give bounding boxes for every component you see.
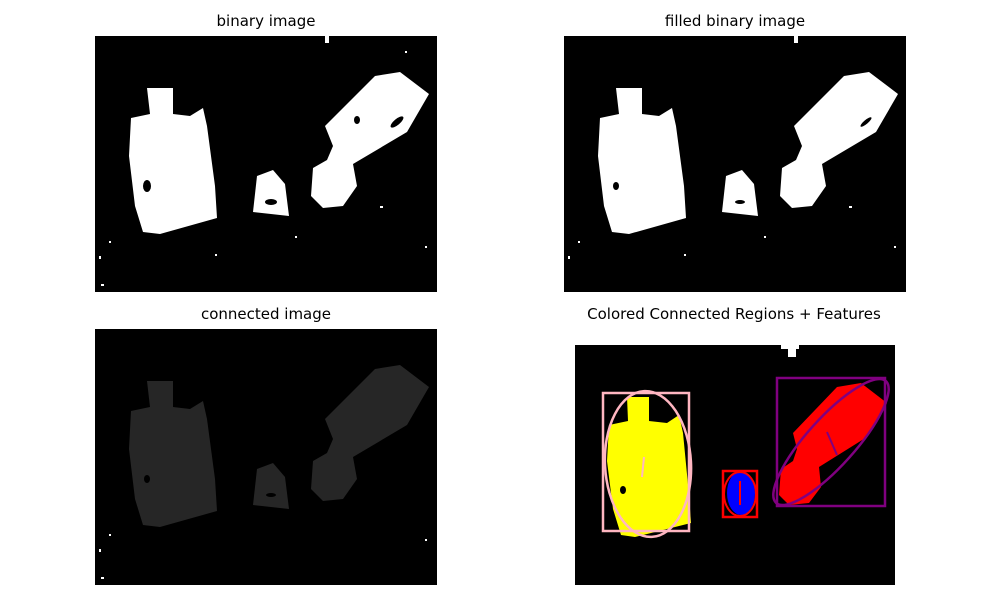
- panel-title-binary: binary image: [216, 12, 316, 30]
- colored-regions-image: [601, 345, 890, 539]
- axis-yellow: [641, 456, 645, 478]
- filled-binary-image-panel: [564, 36, 906, 292]
- binary-image-panel: [95, 36, 437, 292]
- axis-red: [826, 431, 838, 456]
- panel-title-connected: connected image: [200, 305, 332, 323]
- ellipse-red: [772, 377, 890, 507]
- bbox-red: [775, 376, 887, 508]
- binary-image: [99, 36, 429, 286]
- ellipse-yellow: [603, 389, 693, 539]
- connected-image-panel: [95, 329, 437, 585]
- ellipse-blue: [723, 471, 757, 517]
- bbox-yellow: [601, 391, 691, 533]
- region-yellow: [607, 397, 691, 537]
- colored-regions-panel: [575, 345, 895, 585]
- panel-title-colored: Colored Connected Regions + Features: [587, 305, 881, 323]
- filled-binary-image: [568, 36, 898, 259]
- connected-image: [99, 365, 429, 579]
- panel-title-filled: filled binary image: [664, 12, 806, 30]
